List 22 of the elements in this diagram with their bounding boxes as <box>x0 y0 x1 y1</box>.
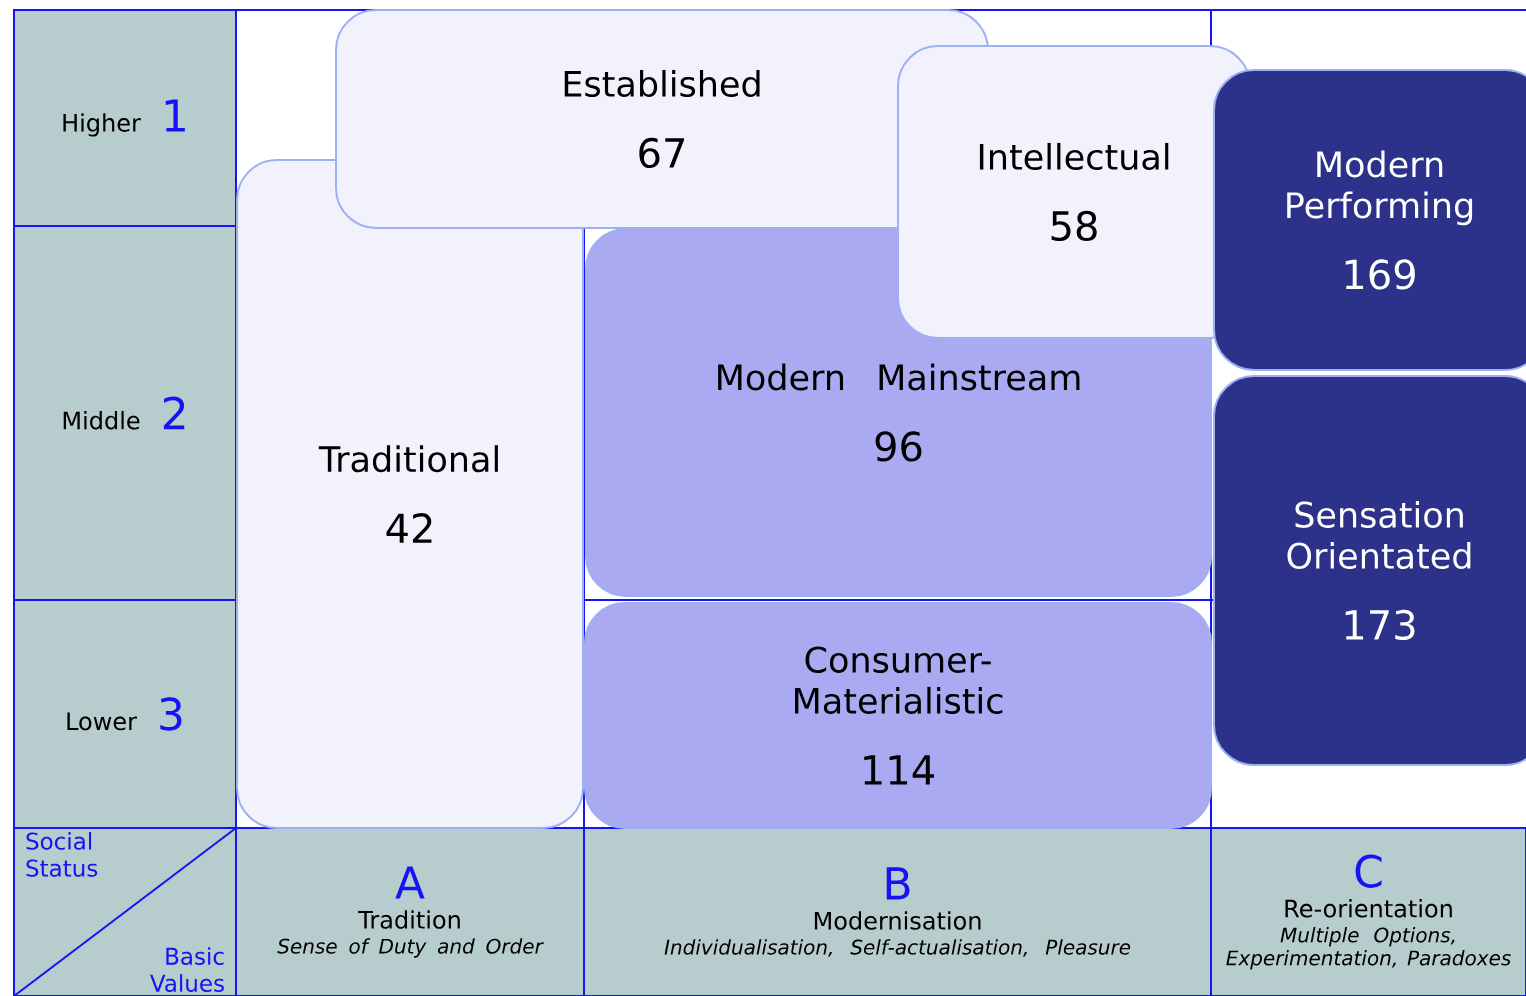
node-label: Re-orientation <box>1285 899 1452 918</box>
node-label: A <box>395 866 425 899</box>
milieu-box: Intellectual 58 <box>897 45 1251 339</box>
node-label: Tradition <box>358 910 460 929</box>
node-label: Individualisation, Self-actualisation, Pleasure <box>664 939 1131 957</box>
column-header-cell: C Re-orientation Multiple Options, Experimentation, Paradoxes <box>1210 827 1526 996</box>
node-label: Multiple Options, Experimentation, Paradoxes <box>1226 927 1511 970</box>
row-header-cell: Middle 2 <box>13 225 237 601</box>
node-label: Sense of Duty and Order <box>277 938 544 958</box>
column-header-cell: A Tradition Sense of Duty and Order <box>235 827 585 996</box>
node-label: Modernisation <box>814 911 981 930</box>
milieu-box: Modern Performing 169 <box>1213 69 1526 371</box>
row-header-cell: Higher 1 <box>13 9 237 227</box>
milieu-box: Consumer-Materialistic 114 <box>584 602 1212 829</box>
corner-cell: Social Status Basic Values <box>13 827 237 996</box>
node-label: Social Status <box>26 832 98 877</box>
node-label: Basic Values <box>150 947 224 992</box>
node-label: B <box>886 867 910 900</box>
node-label: C <box>1355 854 1382 888</box>
milieu-box: Sensation Orientated 173 <box>1213 375 1526 766</box>
row-header-cell: Lower 3 <box>13 599 237 829</box>
milieu-box: Traditional 42 <box>236 159 584 829</box>
